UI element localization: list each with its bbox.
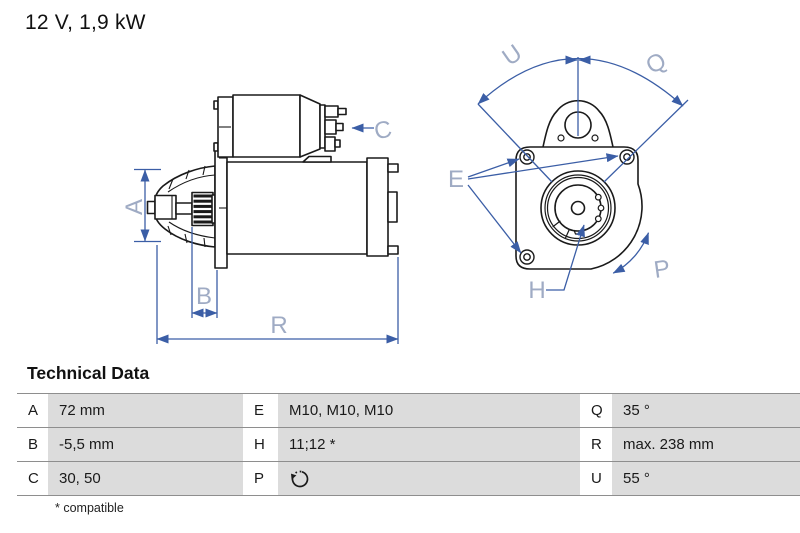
rotation-direction-icon xyxy=(291,470,309,487)
terminal-30 xyxy=(324,105,339,118)
dim-label-h: H xyxy=(528,277,545,304)
dim-label-e: E xyxy=(448,166,464,193)
table-row: C 30, 50 P U 55 ° xyxy=(17,461,800,496)
page-title: 12 V, 1,9 kW xyxy=(25,11,146,34)
table-row: B -5,5 mm H 11;12 * R max. 238 mm xyxy=(17,427,800,461)
param-value-c: 30, 50 xyxy=(48,462,243,495)
param-key-r: R xyxy=(580,428,612,461)
param-key-a: A xyxy=(17,394,48,427)
dim-label-a: A xyxy=(121,199,148,215)
param-value-r: max. 238 mm xyxy=(612,428,800,461)
side-view xyxy=(146,94,399,269)
param-value-q: 35 ° xyxy=(612,394,800,427)
dim-label-q: Q xyxy=(641,47,671,80)
motor-body xyxy=(226,161,368,255)
table-heading: Technical Data xyxy=(27,363,150,383)
shaft-nose xyxy=(146,200,156,215)
front-view xyxy=(515,99,643,270)
param-key-c: C xyxy=(17,462,48,495)
param-value-u: 55 ° xyxy=(612,462,800,495)
terminal-50 xyxy=(324,119,337,135)
param-value-b: -5,5 mm xyxy=(48,428,243,461)
drive-bearing xyxy=(540,170,616,246)
param-key-b: B xyxy=(17,428,48,461)
dim-label-b: B xyxy=(196,283,212,310)
dim-label-u: U xyxy=(497,39,527,71)
dim-label-c: C xyxy=(372,115,395,145)
param-value-a: 72 mm xyxy=(48,394,243,427)
mounting-flange xyxy=(214,142,228,269)
param-key-u: U xyxy=(580,462,612,495)
param-value-e: M10, M10, M10 xyxy=(278,394,580,427)
technical-drawing: A B R C xyxy=(121,39,689,344)
pinion-gear xyxy=(191,191,216,227)
front-view-dimensions xyxy=(467,55,689,291)
table-row: A 72 mm E M10, M10, M10 Q 35 ° xyxy=(17,393,800,427)
side-view-dimensions xyxy=(134,123,399,344)
dim-label-r: R xyxy=(270,312,287,339)
param-value-p xyxy=(278,462,580,495)
technical-data-table: A 72 mm E M10, M10, M10 Q 35 ° B -5,5 mm… xyxy=(17,393,800,496)
param-value-h: 11;12 * xyxy=(278,428,580,461)
end-cap xyxy=(366,157,389,257)
param-key-e: E xyxy=(243,394,278,427)
param-key-q: Q xyxy=(580,394,612,427)
solenoid xyxy=(213,94,347,158)
h-leader xyxy=(546,224,585,291)
param-key-p: P xyxy=(243,462,278,495)
rotation-range-arrow xyxy=(612,232,650,274)
dim-label-p: P xyxy=(652,255,672,284)
param-key-h: H xyxy=(243,428,278,461)
table-footnote: * compatible xyxy=(55,501,124,515)
